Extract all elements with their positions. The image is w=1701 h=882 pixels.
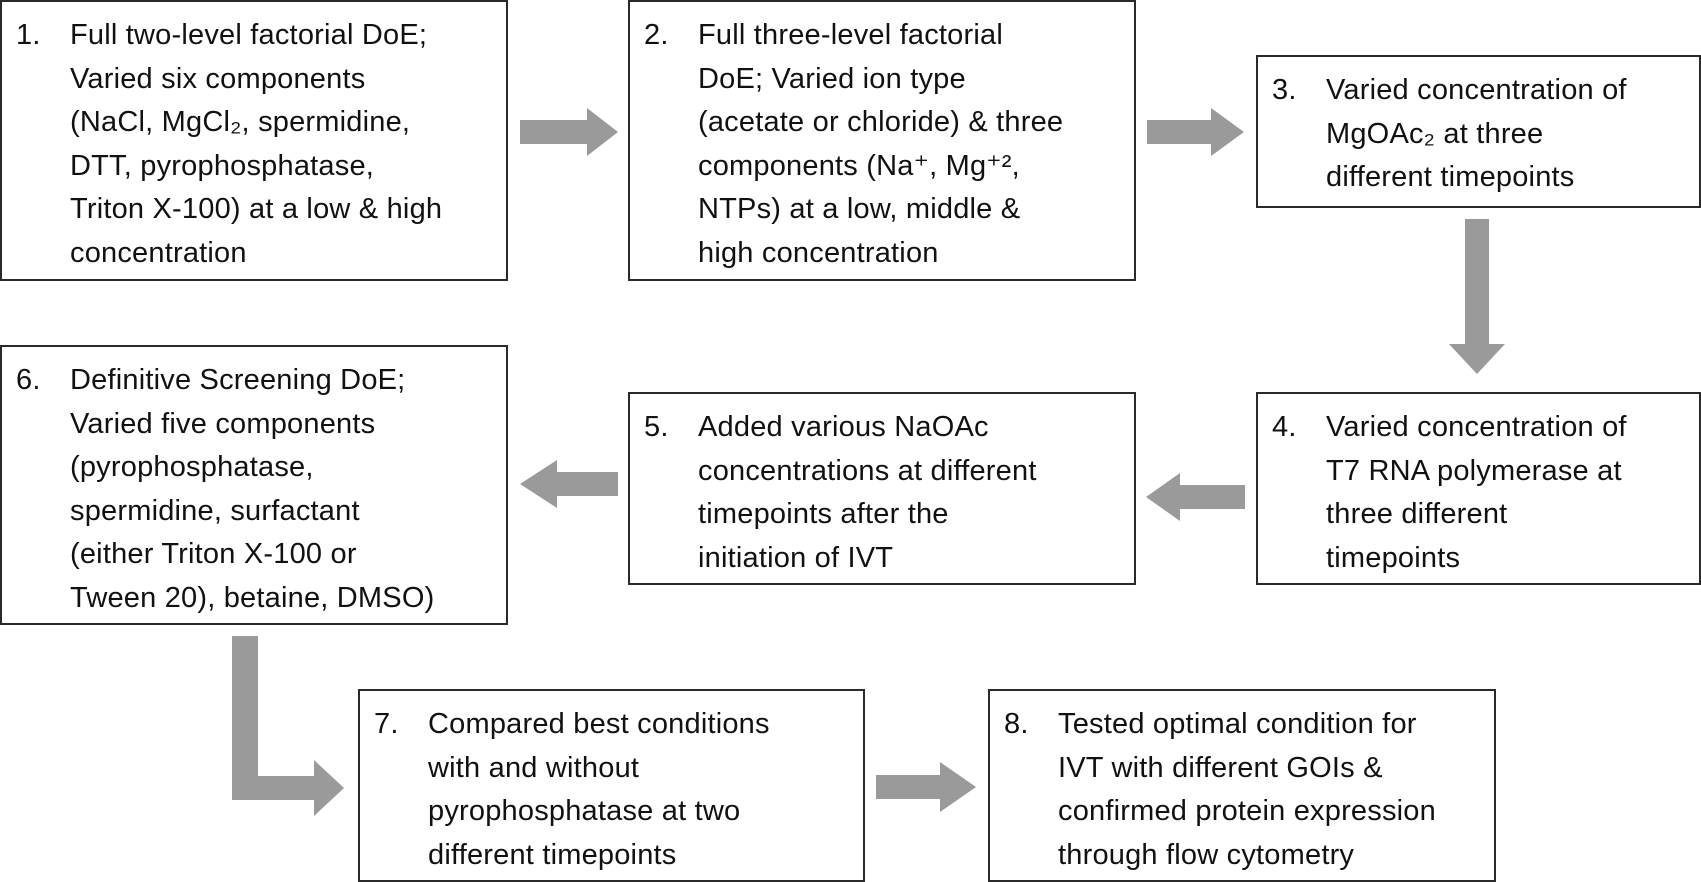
step-text-line: Full three-level factorial: [698, 19, 1003, 51]
step-text-line: (either Triton X-100 or: [70, 538, 357, 570]
step-text-line: Varied six components: [70, 62, 366, 95]
step-text-line: Triton X-100) at a low & high: [70, 193, 443, 225]
step-4-box: 4. Varied concentration of T7 RNA polyme…: [1256, 392, 1701, 585]
step-text-line: timepoints after the: [698, 498, 949, 530]
step-text-line: DTT, pyrophosphatase,: [70, 149, 375, 182]
arrow-elbow-icon: [232, 636, 344, 816]
step-1-box: 1. Full two-level factorial DoE; Varied …: [0, 0, 508, 281]
arrow-left-icon: [520, 460, 618, 508]
step-number: 8.: [1004, 708, 1029, 740]
step-number: 2.: [644, 19, 669, 51]
step-text-line: concentration: [70, 236, 247, 269]
step-text-line: MgOAc₂ at three: [1326, 117, 1544, 150]
step-text-line: concentrations at different: [698, 454, 1037, 487]
step-text-line: Tested optimal condition for: [1058, 708, 1417, 740]
arrow-left-icon: [1146, 473, 1245, 521]
step-text-line: through flow cytometry: [1058, 838, 1355, 871]
step-text-line: with and without: [428, 751, 640, 784]
step-text-line: Varied concentration of: [1326, 74, 1627, 106]
step-text-line: T7 RNA polymerase at: [1326, 454, 1622, 487]
step-8-box: 8. Tested optimal condition for IVT with…: [988, 689, 1496, 882]
step-text-line: Compared best conditions: [428, 708, 770, 740]
step-text-line: NTPs) at a low, middle &: [698, 193, 1021, 225]
step-7-box: 7. Compared best conditions with and wit…: [358, 689, 865, 882]
step-text-line: Added various NaOAc: [698, 411, 989, 443]
step-number: 5.: [644, 411, 669, 443]
step-text-line: Tween 20), betaine, DMSO): [70, 581, 435, 614]
step-text-line: IVT with different GOIs &: [1058, 751, 1383, 784]
step-text-line: components (Na⁺, Mg⁺²,: [698, 149, 1020, 182]
step-number: 4.: [1272, 411, 1297, 443]
step-text-line: Varied five components: [70, 407, 376, 440]
step-text-line: (pyrophosphatase,: [70, 451, 314, 483]
step-text-line: initiation of IVT: [698, 541, 894, 574]
step-2-box: 2. Full three-level factorial DoE; Varie…: [628, 0, 1136, 281]
step-text-line: DoE; Varied ion type: [698, 62, 966, 95]
step-text-line: different timepoints: [1326, 161, 1575, 193]
step-text-line: three different: [1326, 498, 1508, 530]
step-text-line: high concentration: [698, 236, 939, 269]
step-3-box: 3. Varied concentration of MgOAc₂ at thr…: [1256, 55, 1701, 208]
step-text-line: (acetate or chloride) & three: [698, 106, 1064, 138]
step-text-line: (NaCl, MgCl₂, spermidine,: [70, 106, 411, 138]
step-5-box: 5. Added various NaOAc concentrations at…: [628, 392, 1136, 585]
step-number: 6.: [16, 364, 41, 396]
step-number: 3.: [1272, 74, 1297, 106]
step-number: 1.: [16, 19, 41, 51]
step-text-line: Full two-level factorial DoE;: [70, 19, 428, 51]
step-number: 7.: [374, 708, 399, 740]
step-text-line: spermidine, surfactant: [70, 494, 360, 527]
step-text-line: pyrophosphatase at two: [428, 795, 741, 827]
arrow-right-icon: [876, 762, 976, 812]
step-text-line: Definitive Screening DoE;: [70, 364, 406, 396]
step-text-line: timepoints: [1326, 541, 1461, 574]
arrow-right-icon: [1147, 108, 1244, 156]
step-text-line: confirmed protein expression: [1058, 795, 1436, 827]
step-6-box: 6. Definitive Screening DoE; Varied five…: [0, 345, 508, 625]
arrow-right-icon: [520, 108, 618, 156]
step-text-line: different timepoints: [428, 838, 677, 871]
arrow-down-icon: [1449, 219, 1505, 374]
step-text-line: Varied concentration of: [1326, 411, 1627, 443]
